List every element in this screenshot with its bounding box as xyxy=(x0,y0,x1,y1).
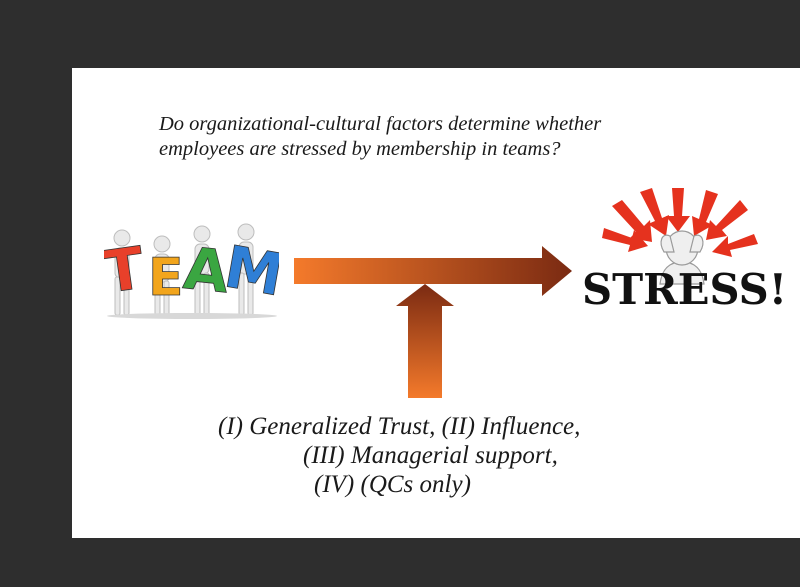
stress-illustration: STRESS! xyxy=(582,188,787,314)
slide: Do organizational-cultural factors deter… xyxy=(72,68,800,538)
team-letter-e: E xyxy=(148,248,184,308)
team-people xyxy=(113,223,255,316)
arrow-layer xyxy=(294,246,572,398)
stress-arrows xyxy=(602,188,758,257)
team-illustration: T E A M xyxy=(104,223,279,319)
team-letter-a: A xyxy=(181,234,233,306)
moderator-arrow xyxy=(396,284,454,398)
main-effect-arrow xyxy=(294,246,572,296)
question-line-2: employees are stressed by membership in … xyxy=(159,138,561,160)
team-letter-m: M xyxy=(220,232,279,309)
moderator-line-1: (I) Generalized Trust, (II) Influence, xyxy=(218,413,581,440)
stress-word: STRESS! xyxy=(582,265,787,314)
moderator-line-3: (IV) (QCs only) xyxy=(314,471,471,498)
research-question: Do organizational-cultural factors deter… xyxy=(159,112,759,162)
moderator-list: (I) Generalized Trust, (II) Influence, (… xyxy=(218,412,688,499)
question-line-1: Do organizational-cultural factors deter… xyxy=(159,113,602,135)
stressed-person-icon xyxy=(659,230,705,285)
moderator-line-2: (III) Managerial support, xyxy=(303,442,558,469)
team-shadow xyxy=(107,313,277,319)
